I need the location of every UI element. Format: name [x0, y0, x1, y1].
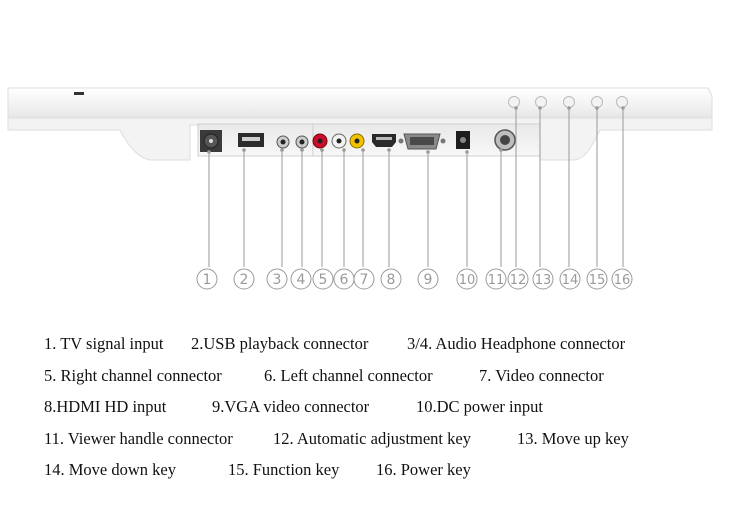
callout-dot	[595, 106, 599, 110]
button-icons	[508, 96, 628, 108]
callout-1: 1	[196, 150, 218, 290]
callout-circle	[417, 268, 439, 290]
hdmi-port-icon	[372, 134, 396, 147]
callout-12: 12	[507, 106, 529, 290]
callout-7: 7	[353, 148, 375, 290]
callout-10: 10	[456, 150, 478, 290]
callout-15: 15	[586, 106, 608, 290]
callout-number: 15	[589, 273, 606, 288]
callout-11: 11	[485, 148, 507, 290]
callout-number: 12	[510, 273, 527, 288]
callout-number: 14	[562, 273, 579, 288]
vga-port-icon	[398, 133, 446, 150]
callout-dot	[426, 150, 430, 154]
legend-item-5: 5. Right channel connector	[44, 366, 222, 385]
callout-number: 10	[459, 273, 476, 288]
callout-circle	[312, 268, 334, 290]
legend-item-12: 12. Automatic adjustment key	[273, 429, 471, 448]
callout-dot	[538, 106, 542, 110]
callout-circle	[290, 268, 312, 290]
callout-16: 16	[611, 106, 633, 290]
callout-circle	[532, 268, 554, 290]
rca-left-icon	[331, 133, 347, 149]
callout-number: 3	[273, 272, 282, 288]
callout-5: 5	[312, 148, 334, 290]
callout-number: 2	[240, 272, 249, 288]
callout-circle	[611, 268, 633, 290]
callout-circle	[456, 268, 478, 290]
callout-number: 16	[614, 273, 631, 288]
legend-item-14: 14. Move down key	[44, 460, 176, 479]
legend-item-15: 15. Function key	[228, 460, 340, 479]
callout-14: 14	[559, 106, 581, 290]
tv-signal-connector-icon	[200, 130, 222, 152]
legend-item-1: 1. TV signal input	[44, 334, 164, 353]
callout-dot	[387, 148, 391, 152]
callout-dot	[242, 148, 246, 152]
callout-dot	[280, 148, 284, 152]
dc-power-port-icon	[456, 131, 470, 149]
legend-item-13: 13. Move up key	[517, 429, 629, 448]
callout-13: 13	[532, 106, 554, 290]
callout-9: 9	[417, 150, 439, 290]
callout-dot	[621, 106, 625, 110]
callout-number: 9	[424, 272, 433, 288]
callout-number: 6	[340, 272, 349, 288]
callout-number: 7	[360, 272, 369, 288]
callout-circle	[507, 268, 529, 290]
legend-item-16: 16. Power key	[376, 460, 471, 479]
indicator-led	[74, 92, 84, 95]
callout-circle	[266, 268, 288, 290]
legend-item-11: 11. Viewer handle connector	[44, 429, 233, 448]
callout-8: 8	[380, 148, 402, 290]
callout-dot	[465, 150, 469, 154]
callout-dot	[300, 148, 304, 152]
legend-item-8: 8.HDMI HD input	[44, 397, 167, 416]
legend-item-10: 10.DC power input	[416, 397, 543, 416]
callout-dot	[320, 148, 324, 152]
callout-4: 4	[290, 148, 312, 290]
headphone-jack-icon-4	[295, 135, 309, 149]
callout-number: 13	[535, 273, 552, 288]
viewer-handle-connector-icon	[494, 129, 516, 151]
usb-port-icon	[238, 133, 264, 147]
callout-number: 5	[319, 272, 328, 288]
callout-dot	[207, 150, 211, 154]
callout-circle	[586, 268, 608, 290]
callout-dot	[514, 106, 518, 110]
callout-number: 4	[297, 272, 306, 288]
legend-item-9: 9.VGA video connector	[212, 397, 370, 416]
callout-circle	[485, 268, 507, 290]
legend-item-7: 7. Video connector	[479, 366, 604, 385]
callout-circle	[380, 268, 402, 290]
callout-dot	[342, 148, 346, 152]
auto-adjust-key-icon	[508, 96, 520, 108]
callout-circle	[233, 268, 255, 290]
callout-number: 8	[387, 272, 396, 288]
callout-2: 2	[233, 148, 255, 290]
callout-dot	[361, 148, 365, 152]
callout-dot	[567, 106, 571, 110]
headphone-jack-icon-3	[276, 135, 290, 149]
callout-number: 1	[203, 272, 212, 288]
rca-right-icon	[312, 133, 328, 149]
callout-dot	[499, 148, 503, 152]
callout-circle	[559, 268, 581, 290]
rca-video-icon	[349, 133, 365, 149]
legend-item-2: 2.USB playback connector	[191, 334, 369, 353]
callout-circle	[196, 268, 218, 290]
legend-item-3-4: 3/4. Audio Headphone connector	[407, 334, 626, 353]
legend-item-6: 6. Left channel connector	[264, 366, 433, 385]
callout-circle	[353, 268, 375, 290]
callout-number: 11	[488, 273, 505, 288]
callout-3: 3	[266, 148, 288, 290]
